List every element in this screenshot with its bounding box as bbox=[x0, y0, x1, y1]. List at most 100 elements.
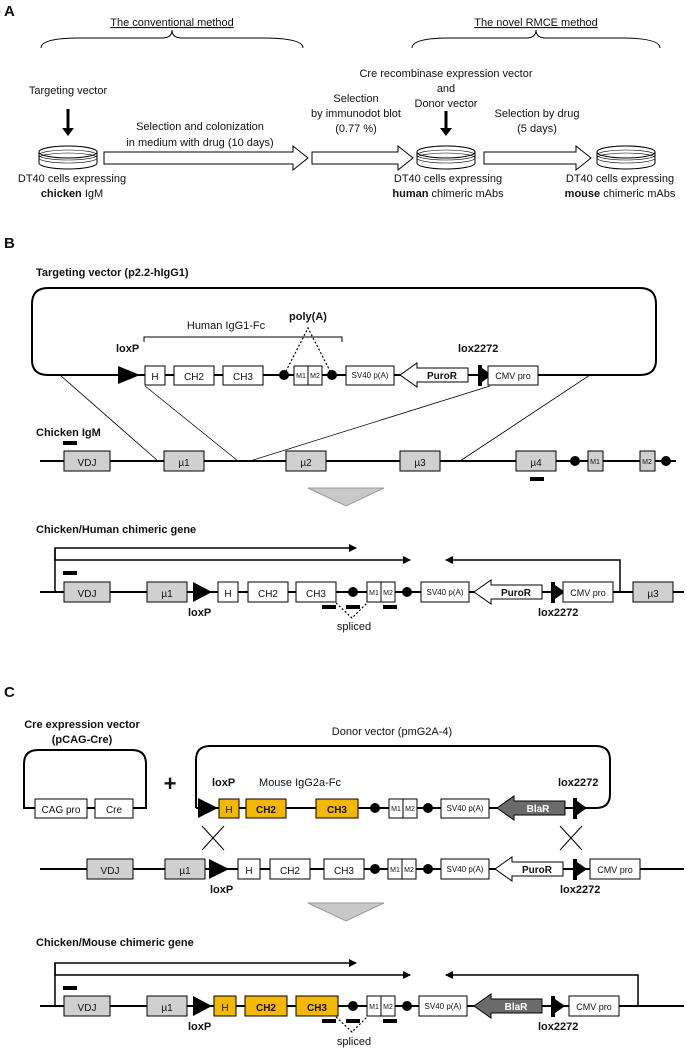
lox2272-label: lox2272 bbox=[538, 1021, 578, 1033]
step1-arrow bbox=[103, 144, 309, 172]
blar-arrow-icon bbox=[473, 993, 543, 1019]
h-label: H bbox=[151, 372, 158, 383]
lox2272-bar-icon bbox=[551, 582, 555, 603]
cells-human-line1: DT40 cells expressing bbox=[394, 173, 502, 185]
cre-label-line2: and bbox=[437, 83, 455, 95]
ch3-label: CH3 bbox=[334, 866, 354, 877]
donor-title: Donor vector (pmG2A-4) bbox=[332, 726, 452, 738]
ch2-exon-mouse bbox=[245, 798, 287, 819]
chicken-igm-label: Chicken IgM bbox=[36, 427, 101, 439]
targeting-vector-label: Targeting vector bbox=[29, 85, 108, 97]
cmv-box bbox=[487, 365, 539, 386]
sv40-box bbox=[418, 995, 468, 1017]
mu3-label: µ3 bbox=[647, 589, 659, 600]
cmv-label: CMV pro bbox=[597, 865, 633, 875]
spliced-label: spliced bbox=[337, 1036, 371, 1048]
ch2-label: CH2 bbox=[256, 805, 276, 816]
h-label: H bbox=[245, 866, 252, 877]
h-label: H bbox=[225, 805, 232, 816]
big-down-arrow-icon bbox=[307, 487, 385, 507]
mu4-label: µ4 bbox=[530, 458, 542, 469]
m2-label: M2 bbox=[405, 806, 415, 813]
polya-circle-icon bbox=[570, 456, 580, 466]
puror-arrow-icon bbox=[399, 362, 469, 388]
polya-label: poly(A) bbox=[289, 311, 327, 323]
cmv-box bbox=[562, 581, 614, 603]
homology-line bbox=[249, 385, 491, 462]
panel-b-label: B bbox=[4, 235, 15, 252]
cells-human-line2: human chimeric mAbs bbox=[392, 188, 504, 200]
h-exon bbox=[237, 858, 261, 880]
homology-line bbox=[144, 385, 239, 462]
sv40-box bbox=[440, 798, 490, 819]
cmv-box bbox=[568, 995, 620, 1017]
mu4-exon bbox=[515, 450, 557, 472]
down-arrow-left-head bbox=[62, 128, 74, 136]
polya-dotted bbox=[283, 326, 333, 376]
probe-bar bbox=[346, 1019, 360, 1023]
loxp-triangle-icon bbox=[198, 798, 218, 818]
vdj-label: VDJ bbox=[101, 866, 120, 877]
m1-exon bbox=[587, 450, 604, 472]
panel-a-label: A bbox=[4, 3, 15, 20]
cmv-label: CMV pro bbox=[570, 588, 606, 598]
probe-bar bbox=[530, 477, 544, 481]
transcript-arrow-2 bbox=[54, 963, 411, 979]
polya-circle-icon bbox=[327, 370, 337, 380]
step3-line1: Selection by drug bbox=[495, 108, 580, 120]
m2-exon bbox=[639, 450, 656, 472]
polya-circle-icon bbox=[402, 1001, 412, 1011]
cells-human-rest: chimeric mAbs bbox=[428, 188, 504, 200]
vdj-exon bbox=[63, 581, 111, 603]
loxp-triangle-icon bbox=[193, 582, 212, 602]
mu1-label: µ1 bbox=[161, 1003, 173, 1014]
step3-line2: (5 days) bbox=[517, 123, 557, 135]
m1-label: M1 bbox=[590, 459, 600, 466]
polya-circle-icon bbox=[279, 370, 289, 380]
panel-c-label: C bbox=[4, 684, 15, 701]
ch2-label: CH2 bbox=[256, 1003, 276, 1014]
step2-line3: (0.77 %) bbox=[335, 123, 377, 135]
blar-arrow-icon bbox=[496, 795, 566, 821]
cre-vector-backbone bbox=[23, 749, 147, 809]
h-label: H bbox=[224, 589, 231, 600]
m2-exon bbox=[307, 365, 323, 386]
m2-exon bbox=[380, 995, 396, 1017]
donor-vector-backbone bbox=[195, 745, 611, 809]
heading-rmce: The novel RMCE method bbox=[474, 17, 598, 29]
m1-label: M1 bbox=[390, 867, 400, 874]
sv40-label: SV40 p(A) bbox=[427, 588, 464, 597]
sv40-label: SV40 p(A) bbox=[447, 865, 484, 874]
m1-label: M1 bbox=[369, 590, 379, 597]
panel-a: A The conventional method The novel RMCE… bbox=[4, 3, 676, 200]
mu3-exon bbox=[399, 450, 441, 472]
mu2-exon bbox=[285, 450, 327, 472]
cells-mouse-line1: DT40 cells expressing bbox=[566, 173, 674, 185]
h-exon-mouse bbox=[218, 798, 240, 819]
step1-line1: Selection and colonization bbox=[136, 121, 264, 133]
sv40-label: SV40 p(A) bbox=[447, 804, 484, 813]
vdj-exon bbox=[86, 858, 134, 880]
cag-box bbox=[34, 798, 88, 819]
panel-b: B Targeting vector (p2.2-hIgG1) loxP Hum… bbox=[4, 235, 684, 633]
loxp-label: loxP bbox=[188, 1021, 211, 1033]
crossover-icon bbox=[559, 825, 583, 851]
homology-line bbox=[459, 374, 591, 462]
vdj-exon bbox=[63, 995, 111, 1017]
ch2-exon bbox=[269, 858, 311, 880]
lox2272-bar-icon bbox=[573, 859, 577, 880]
lox2272-bar-icon bbox=[573, 798, 577, 819]
mouse-igg2a-label: Mouse IgG2a-Fc bbox=[259, 777, 341, 789]
splice-dotted bbox=[335, 1016, 368, 1033]
ch2-label: CH2 bbox=[258, 589, 278, 600]
homology-line bbox=[59, 374, 159, 462]
cre-vector-title-1: Cre expression vector bbox=[24, 719, 140, 731]
m2-label: M2 bbox=[383, 1004, 393, 1011]
loxp-triangle-icon bbox=[193, 996, 212, 1016]
loxp-label: loxP bbox=[116, 343, 139, 355]
m1-label: M1 bbox=[296, 373, 306, 380]
h-exon-mouse bbox=[213, 995, 237, 1017]
lox2272-bar-icon bbox=[478, 365, 482, 386]
transcript-arrow-3 bbox=[445, 556, 621, 592]
